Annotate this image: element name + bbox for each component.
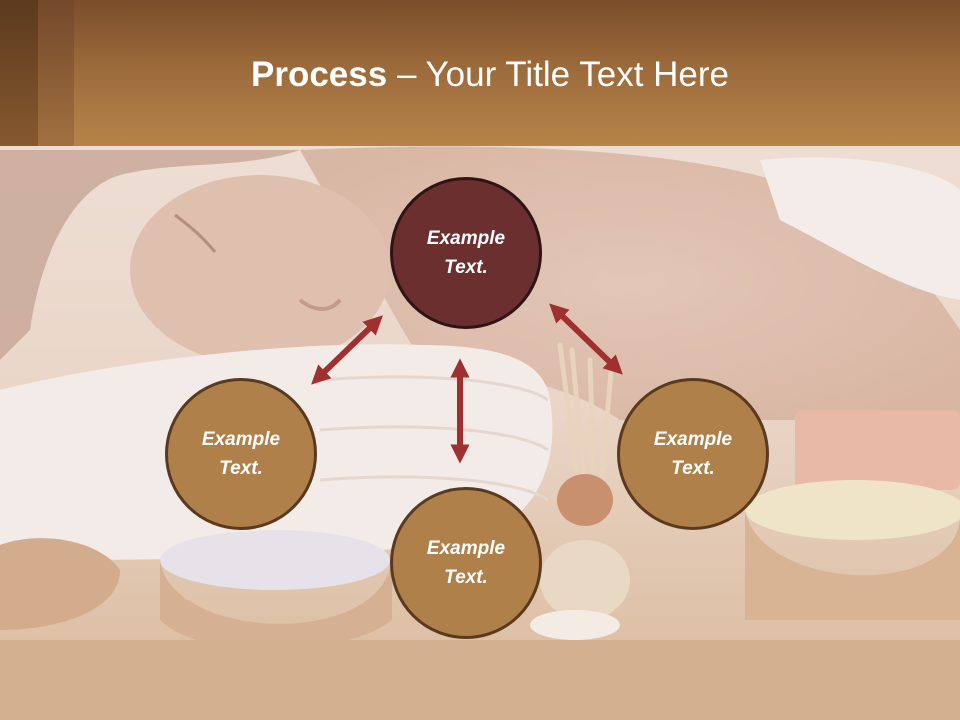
process-circle-bottom[interactable]: Example Text.: [390, 487, 542, 639]
process-circle-left-label: Example Text.: [201, 429, 281, 479]
arrow-left-top: [311, 315, 383, 385]
process-circle-right-label: Example Text.: [653, 429, 733, 479]
slide-title[interactable]: Process – Your Title Text Here: [74, 52, 906, 98]
process-circle-bottom-label: Example Text.: [426, 538, 506, 588]
process-circle-top[interactable]: Example Text.: [390, 177, 542, 329]
arrow-top-right: [549, 303, 623, 375]
slide-title-bold: Process: [251, 55, 388, 94]
title-bar-accent-dark: [0, 0, 38, 146]
slide-title-rest: – Your Title Text Here: [387, 55, 729, 94]
title-bar-accent-mid: [38, 0, 74, 146]
process-circle-top-label: Example Text.: [426, 228, 506, 278]
title-bar: [0, 0, 960, 146]
process-circle-right[interactable]: Example Text.: [617, 378, 769, 530]
process-circle-left[interactable]: Example Text.: [165, 378, 317, 530]
